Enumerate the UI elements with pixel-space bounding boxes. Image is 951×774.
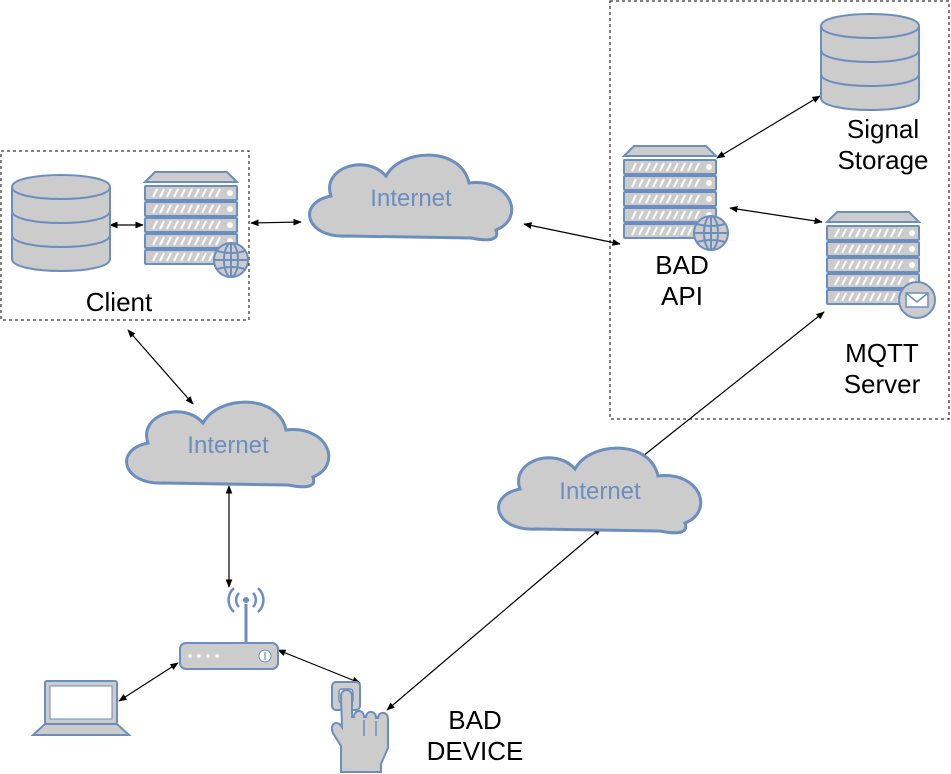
edge-router-laptop	[118, 662, 179, 702]
edge-client-internet-top	[250, 218, 302, 227]
edge-client-internet-left	[127, 329, 194, 405]
bad-device-label-line2: DEVICE	[427, 736, 524, 766]
signal-storage-label-line1: Signal	[847, 114, 919, 144]
internet-cloud-right-label: Internet	[559, 478, 641, 505]
bad-device-label-line1: BAD	[448, 705, 501, 735]
signal-storage-label-line2: Storage	[837, 145, 928, 175]
internet-cloud-left-label: Internet	[187, 432, 269, 459]
connectors	[109, 95, 825, 711]
edge-internet-right-device	[386, 527, 602, 711]
internet-cloud-left: Internet	[125, 400, 331, 489]
bad-api-web-server-icon	[624, 146, 729, 251]
mqtt-label-line2: Server	[844, 369, 921, 399]
internet-cloud-right: Internet	[497, 446, 703, 535]
bad-api-label-line2: API	[661, 281, 703, 311]
client-label: Client	[86, 287, 153, 317]
edge-router-device	[277, 649, 361, 684]
internet-cloud-top: Internet	[308, 153, 514, 242]
client-group-box	[0, 150, 250, 321]
signal-storage-database-icon	[820, 13, 920, 111]
wireless-router-icon	[179, 587, 279, 670]
edge-mqtt-internet-right	[637, 311, 825, 461]
bad-device-button-press-icon	[331, 681, 389, 773]
edge-badapi-signalstorage	[716, 95, 821, 159]
internet-cloud-top-label: Internet	[370, 185, 452, 212]
client-database-icon	[11, 174, 111, 272]
edge-badapi-mqtt	[729, 205, 823, 225]
mqtt-label-line1: MQTT	[845, 338, 919, 368]
client-web-server-icon	[145, 172, 249, 278]
laptop-icon	[30, 680, 132, 736]
edge-internet-top-badapi	[523, 222, 621, 246]
bad-api-label-line1: BAD	[655, 250, 708, 280]
mqtt-mail-server-icon	[827, 212, 936, 319]
